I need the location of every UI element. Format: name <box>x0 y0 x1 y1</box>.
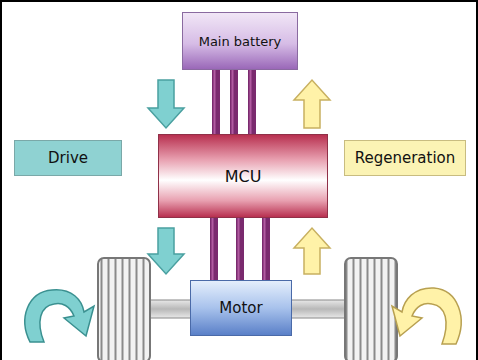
drive-flow-arrow <box>148 80 184 128</box>
rotation-arrow <box>25 290 94 342</box>
node-label: Main battery <box>199 34 282 49</box>
battery-box: Main battery <box>182 12 298 70</box>
axle <box>148 300 348 318</box>
power-cable-line <box>210 218 218 280</box>
regeneration-flow-arrow <box>294 80 330 128</box>
power-cable <box>213 218 215 280</box>
power-cable-line <box>248 70 256 134</box>
mode-label-box: Regeneration <box>344 140 466 176</box>
power-cable <box>239 218 241 280</box>
power-cable <box>215 70 217 134</box>
node-label: Drive <box>48 149 88 167</box>
power-cable <box>265 218 267 280</box>
power-cable-highlight <box>232 70 234 134</box>
wheel <box>98 258 150 360</box>
rotation-arrow <box>392 288 461 344</box>
power-cable-highlight <box>250 70 252 134</box>
mode-label-box: Drive <box>14 140 122 176</box>
drive-flow-arrow <box>148 228 184 274</box>
node-label: Regeneration <box>355 149 456 167</box>
wheel <box>345 258 397 360</box>
motor-box: Motor <box>190 280 292 336</box>
controller-box: MCU <box>158 134 328 218</box>
power-cable-highlight <box>214 70 216 134</box>
power-cable-highlight <box>238 218 240 280</box>
frame-line <box>0 0 2 360</box>
power-cable <box>233 70 235 134</box>
regeneration-flow-arrow <box>294 228 330 274</box>
node-label: Motor <box>219 299 262 317</box>
frame-line <box>0 0 478 2</box>
power-cable-line <box>230 70 238 134</box>
power-cable-highlight <box>264 218 266 280</box>
frame-line <box>476 0 478 360</box>
power-cable-highlight <box>212 218 214 280</box>
power-cable <box>251 70 253 134</box>
power-cable-line <box>212 70 220 134</box>
power-cable-line <box>236 218 244 280</box>
power-cable-line <box>262 218 270 280</box>
node-label: MCU <box>225 167 262 186</box>
